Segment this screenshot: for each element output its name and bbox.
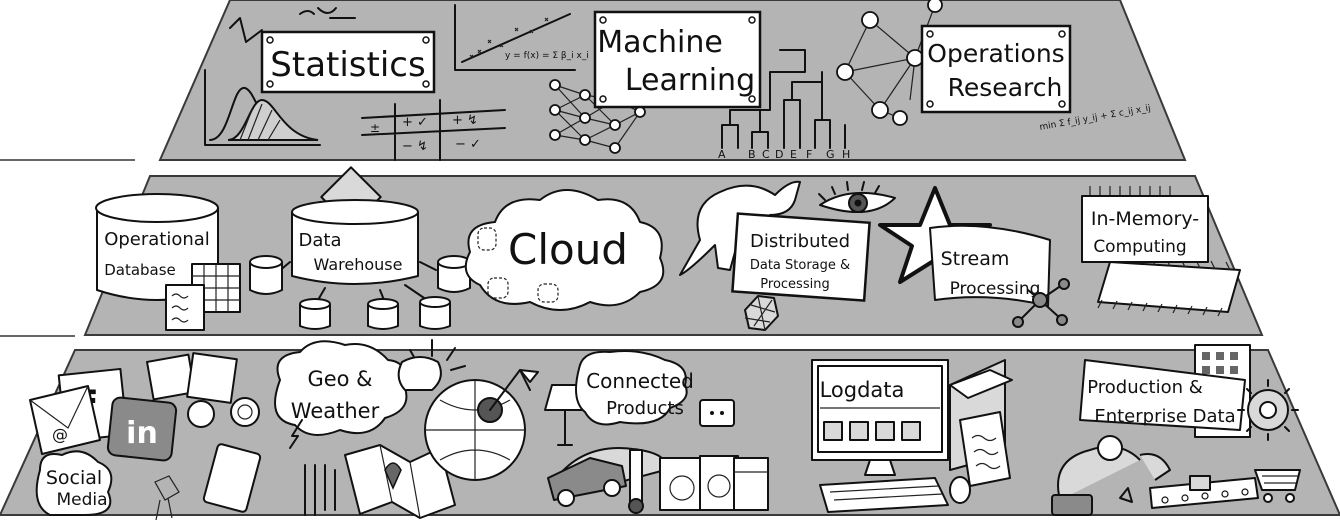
logdata-label: Logdata	[820, 378, 905, 402]
svg-text:+ ↯: + ↯	[452, 113, 478, 128]
geo-weather-label-line1: Geo &	[307, 367, 372, 391]
stream-processing-label-line1: Stream	[941, 248, 1010, 270]
connected-products-icon: Connected Products	[544, 350, 769, 514]
dendrogram-leaf-c: C	[762, 148, 770, 161]
regression-formula: y = f(x) = Σ β_i x_i	[505, 51, 589, 61]
operational-database-label-line2: Database	[104, 261, 176, 279]
connected-products-label-line2: Products	[606, 398, 684, 419]
dendrogram-leaf-d: D	[775, 148, 783, 161]
svg-text:in: in	[126, 416, 158, 451]
statistics-sign: Statistics	[260, 30, 436, 94]
production-label-line2: Enterprise Data	[1094, 406, 1235, 427]
in-memory-label-line1: In-Memory-	[1091, 208, 1199, 230]
social-media-label-line2: Media	[56, 490, 107, 510]
production-label-line1: Production &	[1087, 377, 1203, 398]
distributed-storage-icon: Distributed Data Storage & Processing	[679, 180, 871, 331]
dendrogram-leaf-h: H	[842, 148, 850, 161]
formula-scribble-icon	[229, 7, 356, 43]
svg-text:@: @	[52, 425, 68, 444]
distributed-label-line2: Data Storage &	[750, 258, 850, 273]
operations-research-label-line1: Operations	[927, 39, 1064, 68]
distribution-curves-icon	[204, 69, 321, 146]
social-media-label-line1: Social	[46, 467, 102, 489]
connected-products-label-line1: Connected	[586, 369, 694, 393]
data-warehouse-icon: Data Warehouse	[249, 166, 471, 330]
dendrogram-leaf-g: G	[826, 148, 835, 161]
svg-text:±: ±	[370, 121, 380, 135]
machine-learning-label-line2: Learning	[625, 63, 755, 98]
statistics-label: Statistics	[270, 45, 425, 85]
in-memory-computing-icon: In-Memory- Computing	[1081, 186, 1241, 317]
dendrogram-leaf-e: E	[790, 148, 797, 161]
contingency-table-icon: ± + ✓ + ↯ − ↯ − ✓	[361, 99, 506, 161]
distributed-label-line1: Distributed	[750, 231, 850, 252]
stream-processing-icon: Stream Processing	[818, 181, 1070, 328]
machine-learning-label-line1: Machine	[597, 25, 723, 60]
dendrogram-leaf-f: F	[806, 148, 812, 161]
social-media-icon: f @ in Social Media	[29, 352, 262, 521]
svg-text:+ ✓: + ✓	[402, 115, 428, 130]
data-warehouse-label-line1: Data	[299, 230, 342, 251]
cloud-label: Cloud	[508, 225, 628, 274]
svg-text:− ✓: − ✓	[455, 137, 481, 152]
stream-processing-label-line2: Processing	[950, 279, 1041, 299]
data-warehouse-label-line2: Warehouse	[314, 255, 403, 274]
operations-research-sign: Operations Research	[920, 24, 1072, 114]
distributed-label-line3: Processing	[760, 277, 829, 292]
machine-learning-sign: Machine Learning	[593, 10, 762, 109]
in-memory-label-line2: Computing	[1093, 237, 1186, 257]
dendrogram-leaf-b: B	[748, 148, 756, 161]
dendrogram-leaf-a: A	[718, 148, 726, 161]
dendrogram-icon: A B C D E F G H	[718, 49, 850, 161]
geo-weather-icon: Geo & Weather	[274, 339, 539, 519]
regression-plot-icon: y = f(x) = Σ β_i x_i	[454, 4, 589, 71]
logdata-icon: Logdata	[811, 359, 1013, 513]
operational-database-icon: Operational Database	[95, 193, 241, 331]
production-enterprise-icon: Production & Enterprise Data	[1051, 344, 1301, 516]
svg-text:− ↯: − ↯	[402, 139, 428, 154]
operations-research-label-line2: Research	[948, 73, 1063, 102]
geo-weather-label-line2: Weather	[291, 399, 380, 423]
operational-database-label-line1: Operational	[104, 229, 210, 250]
cloud-icon: Cloud	[464, 189, 665, 311]
